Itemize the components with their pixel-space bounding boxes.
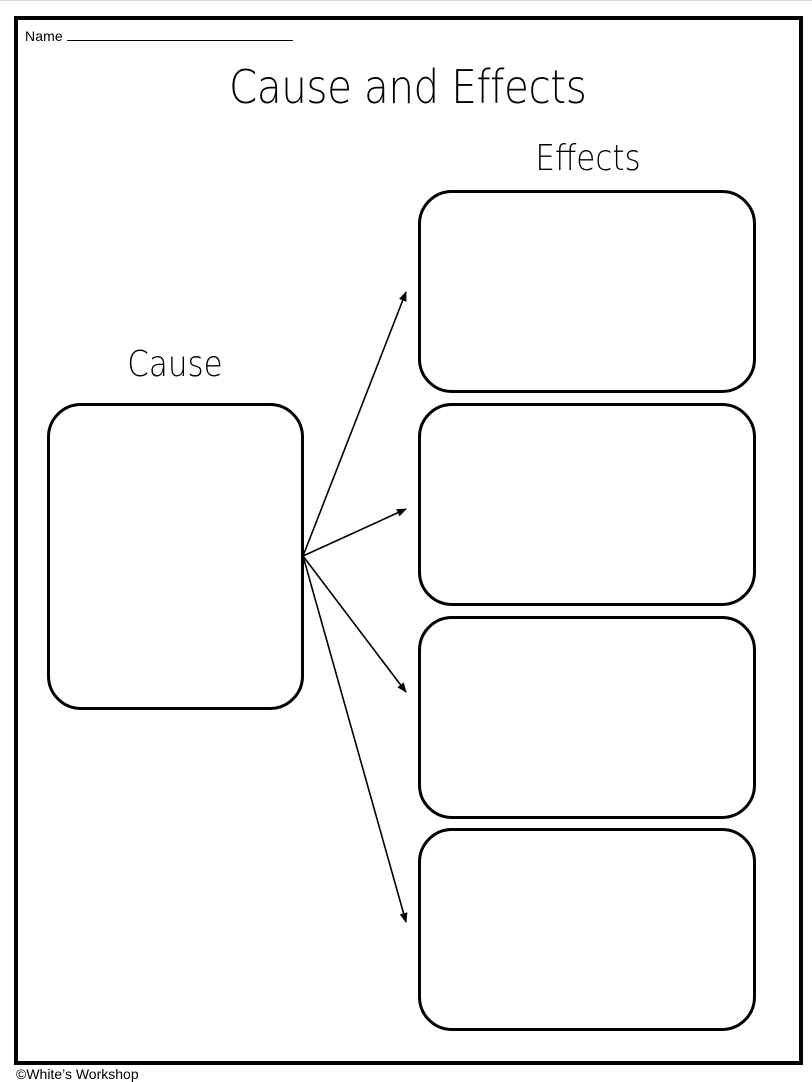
worksheet-title: Cause and Effects	[229, 60, 587, 114]
top-strip	[0, 0, 812, 15]
name-blank-line[interactable]	[66, 28, 293, 41]
effects-label: Effects	[535, 138, 641, 179]
effect-box-4[interactable]	[418, 828, 756, 1031]
copyright-text: ©White’s Workshop	[16, 1066, 139, 1082]
effect-box-3[interactable]	[418, 616, 756, 819]
effect-box-1[interactable]	[418, 190, 756, 393]
name-field[interactable]: Name	[25, 28, 293, 44]
cause-box[interactable]	[47, 403, 304, 710]
cause-label: Cause	[127, 344, 223, 385]
effect-box-2[interactable]	[418, 403, 756, 606]
name-label: Name	[25, 28, 63, 44]
